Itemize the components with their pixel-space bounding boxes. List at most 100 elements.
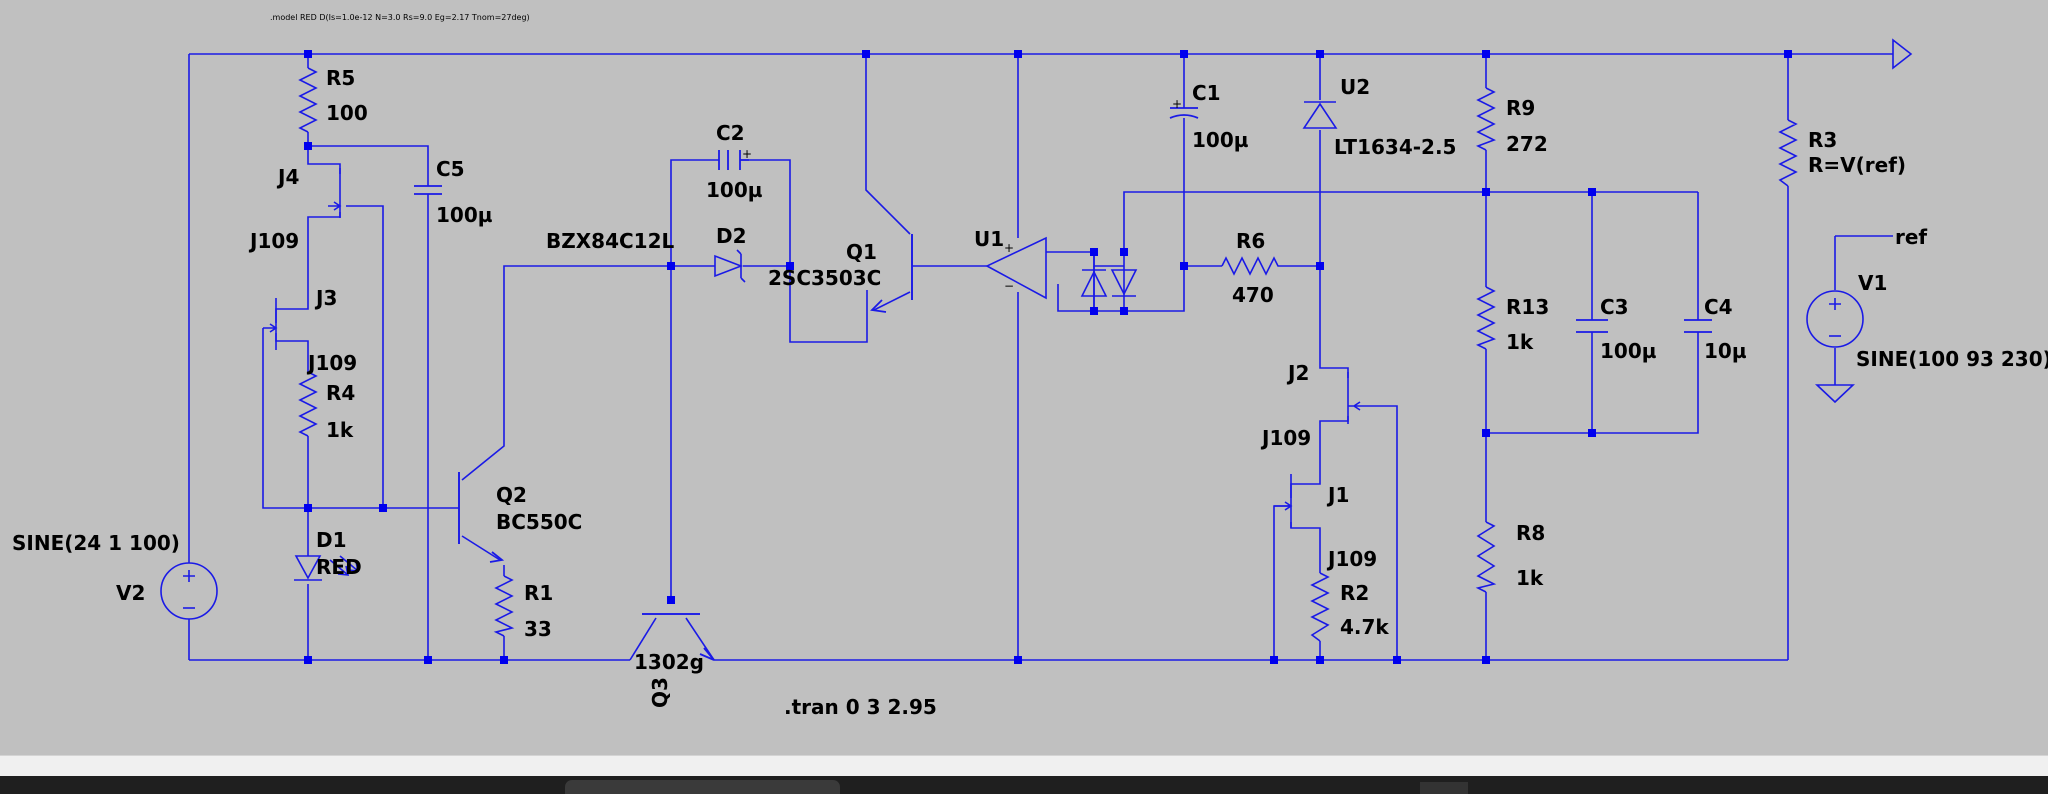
- resistor-r3: [1778, 119, 1798, 187]
- label-j3-ref: J3: [314, 286, 337, 310]
- capacitor-c1: [1169, 107, 1199, 119]
- label-c2-ref: C2: [716, 121, 745, 145]
- junction-dot: [1014, 656, 1022, 664]
- label-q1-value: 2SC3503C: [768, 266, 881, 290]
- label-v2-ref: V2: [116, 581, 145, 605]
- label-r13-ref: R13: [1506, 295, 1549, 319]
- jfets: [263, 168, 1361, 528]
- junction-dot: [1180, 50, 1188, 58]
- taskbar: [0, 776, 2048, 794]
- label-d1-value: RED: [316, 555, 362, 579]
- horizontal-scrollbar[interactable]: [0, 755, 2048, 777]
- junction-dot: [1180, 262, 1188, 270]
- tran-directive: .tran 0 3 2.95: [784, 695, 937, 719]
- label-u2-value: LT1634-2.5: [1334, 135, 1456, 159]
- label-c3-value: 100µ: [1600, 339, 1657, 363]
- label-c5-ref: C5: [436, 157, 465, 181]
- resistor-r9: [1476, 87, 1496, 151]
- c2-polarity-label: +: [742, 147, 752, 161]
- label-r4-value: 1k: [326, 418, 354, 442]
- label-r6-value: 470: [1232, 283, 1274, 307]
- junction-dot: [1482, 188, 1490, 196]
- label-j4-value: J109: [248, 229, 299, 253]
- label-r13-value: 1k: [1506, 330, 1534, 354]
- taskbar-button[interactable]: [1420, 782, 1468, 794]
- label-r8-value: 1k: [1516, 566, 1544, 590]
- junction-dot: [1588, 429, 1596, 437]
- output-flag-icon: [1892, 38, 1913, 70]
- label-r8-ref: R8: [1516, 521, 1545, 545]
- diode-d1: [294, 555, 360, 581]
- label-q3-value: 1302g: [634, 650, 704, 674]
- diode-d2: [714, 249, 746, 283]
- junction-dot: [500, 656, 508, 664]
- junction-dot: [862, 50, 870, 58]
- label-r9-ref: R9: [1506, 96, 1535, 120]
- label-c4-value: 10µ: [1704, 339, 1747, 363]
- junction-dot: [1316, 50, 1324, 58]
- resistors: [298, 67, 1798, 642]
- label-r5-ref: R5: [326, 66, 355, 90]
- ground-icon: [1814, 384, 1856, 404]
- label-c1-value: 100µ: [1192, 128, 1249, 152]
- capacitor-c5: [414, 185, 442, 195]
- junction-dot: [1120, 248, 1128, 256]
- junction-dot: [424, 656, 432, 664]
- bjt-q1: [870, 234, 913, 313]
- junction-dot: [1316, 656, 1324, 664]
- label-d2-ref: D2: [716, 224, 747, 248]
- diode-pair-left: [1080, 269, 1108, 297]
- diode-pair-right: [1110, 269, 1138, 297]
- label-v1-value: SINE(100 93 230): [1856, 347, 2048, 371]
- label-u1-ref: U1: [974, 227, 1004, 251]
- label-j3-value: J109: [306, 351, 357, 375]
- junction-dot: [1482, 429, 1490, 437]
- schematic-canvas[interactable]: .model RED D(Is=1.0e-12 N=3.0 Rs=9.0 Eg=…: [0, 0, 2048, 755]
- label-c4-ref: C4: [1704, 295, 1733, 319]
- resistor-r13: [1476, 286, 1496, 350]
- label-v1-ref: V1: [1858, 271, 1887, 295]
- model-directive: .model RED D(Is=1.0e-12 N=3.0 Rs=9.0 Eg=…: [270, 13, 530, 22]
- bjts: [458, 234, 913, 661]
- junction-dot: [304, 504, 312, 512]
- bjt-q3: [642, 613, 715, 661]
- opamp-u1: [985, 236, 1047, 300]
- label-j2-value: J109: [1260, 426, 1311, 450]
- jfet-j4: [328, 168, 342, 218]
- label-r5-value: 100: [326, 101, 368, 125]
- label-r2-ref: R2: [1340, 581, 1369, 605]
- label-r2-value: 4.7k: [1340, 615, 1389, 639]
- label-d2-value: BZX84C12L: [546, 229, 675, 253]
- label-q3-ref: Q3: [648, 677, 672, 708]
- junction-dot: [1393, 656, 1401, 664]
- taskbar-window-tab[interactable]: [565, 780, 840, 794]
- schematic-drawing[interactable]: .model RED D(Is=1.0e-12 N=3.0 Rs=9.0 Eg=…: [0, 0, 2048, 755]
- label-c2-value: 100µ: [706, 178, 763, 202]
- label-j1-value: J109: [1326, 547, 1377, 571]
- junction-dot: [1014, 50, 1022, 58]
- opamp-minus-label: −: [1004, 279, 1014, 293]
- label-j1-ref: J1: [1326, 483, 1349, 507]
- label-v2-value: SINE(24 1 100): [12, 531, 180, 555]
- voltage-sources: [160, 290, 1864, 620]
- label-j2-ref: J2: [1286, 361, 1309, 385]
- resistor-r1: [493, 575, 515, 637]
- c1-polarity-label: +: [1172, 97, 1182, 111]
- label-r1-value: 33: [524, 617, 552, 641]
- label-c5-value: 100µ: [436, 203, 493, 227]
- junction-dot: [304, 142, 312, 150]
- ground-symbols: [1814, 38, 1913, 404]
- junction-dot: [1120, 307, 1128, 315]
- label-q2-value: BC550C: [496, 510, 582, 534]
- label-r3-value: R=V(ref): [1808, 153, 1906, 177]
- junction-dot: [667, 596, 675, 604]
- junction-dot: [379, 504, 387, 512]
- resistor-r5: [298, 67, 318, 133]
- label-r4-ref: R4: [326, 381, 355, 405]
- resistor-r6: [1221, 256, 1282, 276]
- junction-dot: [786, 262, 794, 270]
- diodes: [294, 101, 1338, 581]
- net-label-ref: ref: [1895, 225, 1927, 249]
- resistor-r4: [298, 371, 318, 437]
- label-j4-ref: J4: [276, 165, 299, 189]
